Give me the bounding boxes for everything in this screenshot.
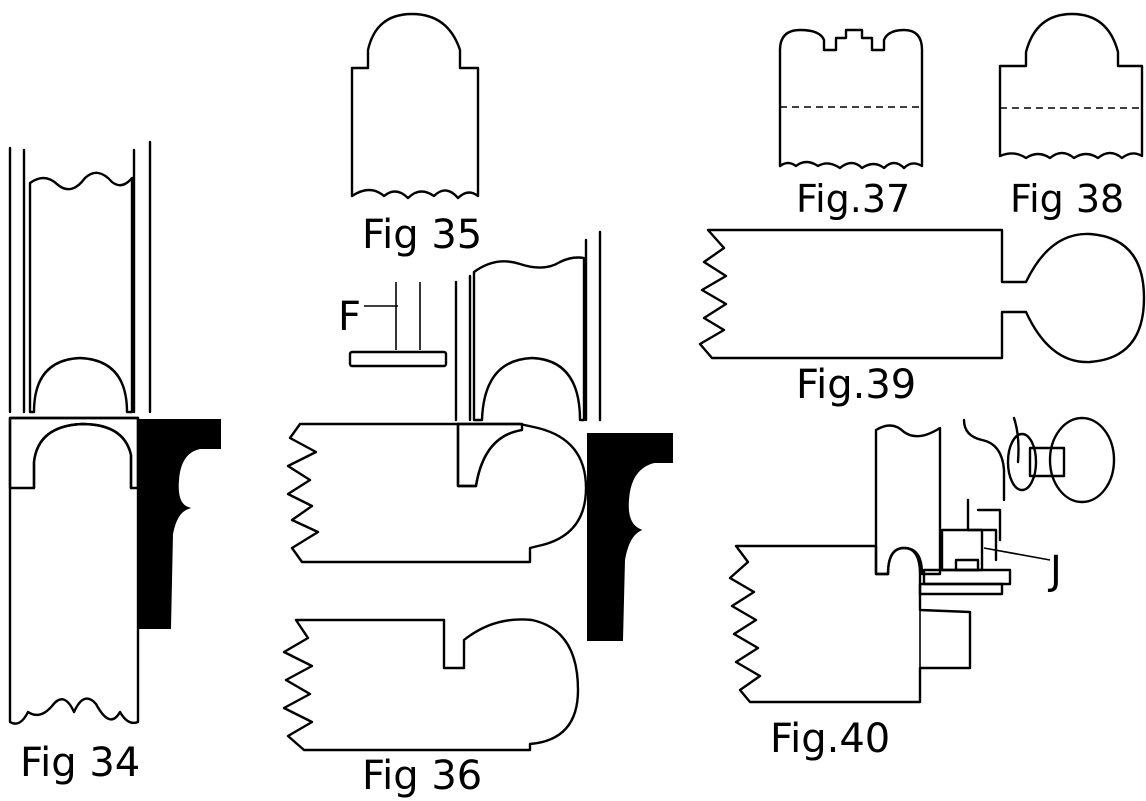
fig39-board <box>698 228 1146 364</box>
figure-38: Fig 38 <box>998 12 1144 221</box>
fig40-knob <box>1048 416 1116 504</box>
fig38-section <box>998 12 1144 160</box>
figure-37: Fig.37 <box>778 28 924 221</box>
f-gauge-plate <box>348 350 448 368</box>
fig36-lower-timber <box>282 618 580 752</box>
fig40-j-block <box>940 528 984 572</box>
fig34-label: Fig 34 <box>20 740 140 786</box>
figure-40: J Fig.40 <box>728 416 1116 762</box>
fig36-upper-timber <box>286 422 588 564</box>
fig40-label: Fig.40 <box>770 716 890 762</box>
fig36-label: Fig 36 <box>362 753 482 799</box>
fig34-cutter-iron <box>28 171 134 414</box>
fig36-cutter-iron <box>472 256 586 422</box>
fig38-label: Fig 38 <box>1010 177 1124 221</box>
fig36-fence <box>587 433 673 641</box>
fig40-arm-inner <box>976 508 1002 542</box>
fig40-plate <box>922 568 1012 586</box>
fig40-plate-lower <box>918 582 1004 596</box>
figure-35: Fig 35 <box>350 12 482 258</box>
fig40-nut <box>954 558 980 572</box>
letter-j-label: J <box>1047 548 1062 594</box>
fig34-timber-section <box>8 416 140 725</box>
fig40-bracket-left <box>962 418 1006 502</box>
fig40-collar <box>1006 432 1038 492</box>
fig40-cutter-iron <box>874 424 942 576</box>
fig40-screw-neck <box>1028 446 1066 478</box>
fig40-j-pointer <box>983 547 1051 561</box>
figure-34: Fig 34 <box>8 140 221 786</box>
fig40-board <box>728 544 972 704</box>
fig36-cut-outline <box>456 422 524 488</box>
fig37-label: Fig.37 <box>796 177 910 221</box>
figure-39: Fig.39 <box>698 228 1146 408</box>
fig34-fence <box>137 419 221 629</box>
fig40-bracket-right <box>1012 416 1020 464</box>
fig34-cut-section <box>8 416 140 490</box>
letter-f-label: F <box>338 294 361 340</box>
fig35-label: Fig 35 <box>362 212 482 258</box>
fig39-label: Fig.39 <box>796 362 916 408</box>
fig37-section <box>778 28 924 170</box>
figure-36: F Fig 36 <box>282 230 673 799</box>
fig34-bead-profile <box>32 422 133 490</box>
fig35-bead-section <box>350 12 480 200</box>
